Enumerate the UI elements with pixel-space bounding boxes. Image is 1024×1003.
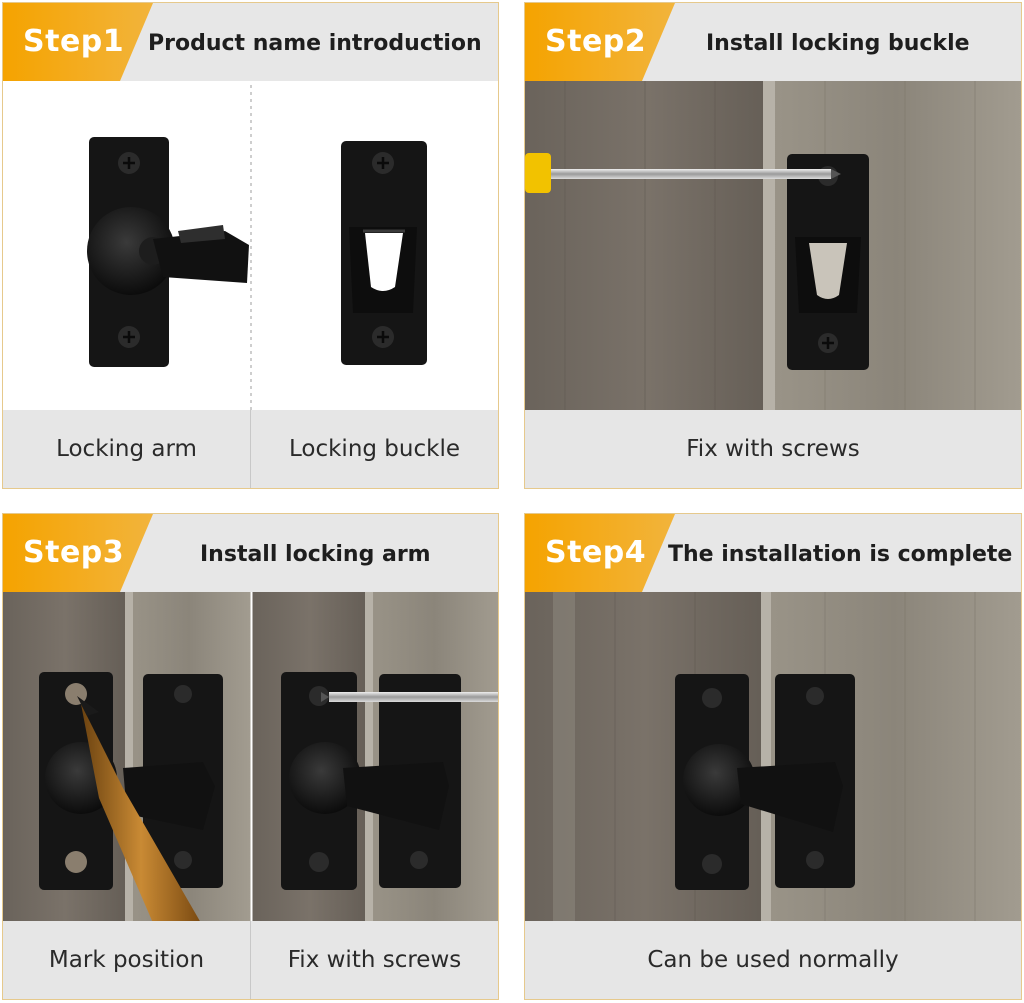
caption-locking-buckle: Locking buckle: [250, 410, 498, 488]
fix-screws-image: [281, 672, 498, 890]
step4-title: The installation is complete: [668, 542, 1013, 567]
mark-position-image: [39, 672, 223, 921]
screwdriver-image: [525, 153, 841, 193]
step2-title: Install locking buckle: [706, 31, 970, 56]
locking-arm-image: [87, 137, 249, 367]
step1-panel: Step1 Product name introduction: [2, 2, 499, 489]
step1-header: Step1 Product name introduction: [3, 3, 498, 81]
step3-panel: Step3 Install locking arm: [2, 513, 499, 1000]
step4-complete-photo: [525, 592, 1021, 921]
step4-label: Step4: [545, 535, 647, 570]
step4-panel: Step4 The installation is complete Can b…: [524, 513, 1022, 1000]
buckle-on-door: [787, 154, 869, 370]
step4-header: Step4 The installation is complete: [525, 514, 1021, 592]
caption-fix-with-screws-2: Fix with screws: [250, 921, 498, 999]
caption-fix-with-screws: Fix with screws: [686, 436, 860, 462]
caption-locking-arm: Locking arm: [56, 436, 197, 462]
step1-label: Step1: [23, 24, 125, 59]
installed-latch-image: [675, 674, 855, 890]
step2-panel: Step2 Install locking buckle: [524, 2, 1022, 489]
step1-caption-bar: Locking arm Locking buckle: [3, 410, 498, 488]
step3-title: Install locking arm: [200, 542, 431, 567]
step4-caption-bar: Can be used normally: [525, 921, 1021, 999]
step2-label: Step2: [545, 24, 647, 59]
step2-caption-bar: Fix with screws: [525, 410, 1021, 488]
locking-buckle-image: [341, 141, 427, 365]
step1-product-photo: [3, 81, 498, 410]
caption-mark-position: Mark position: [48, 947, 205, 973]
step3-caption-bar: Mark position Fix with screws: [3, 921, 498, 999]
step2-install-photo: [525, 81, 1021, 410]
step3-label: Step3: [23, 535, 125, 570]
step2-header: Step2 Install locking buckle: [525, 3, 1021, 81]
step1-title: Product name introduction: [148, 31, 482, 56]
caption-can-be-used: Can be used normally: [647, 947, 899, 973]
step3-install-photo: [3, 592, 498, 921]
step3-header: Step3 Install locking arm: [3, 514, 498, 592]
